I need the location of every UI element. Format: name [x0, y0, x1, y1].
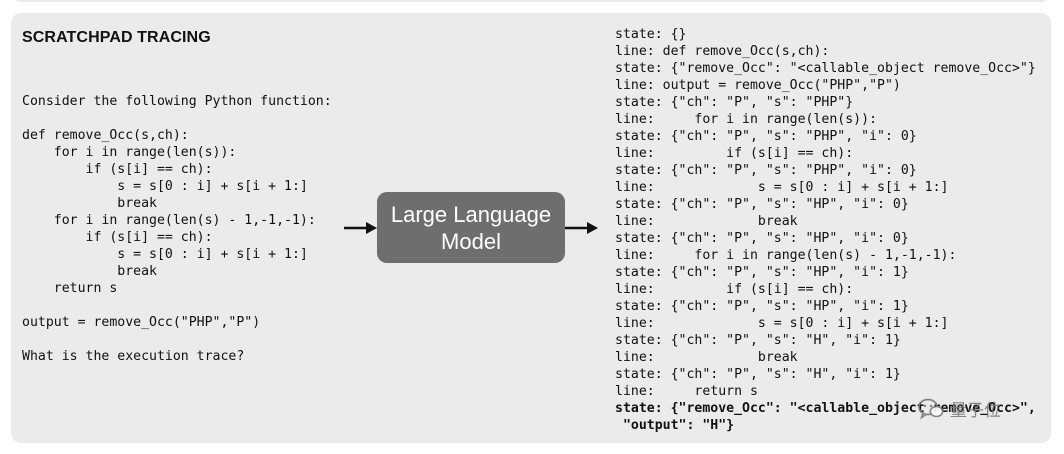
- llm-label: Large Language Model: [390, 201, 552, 254]
- prompt-line: return s: [22, 281, 118, 296]
- execution-trace-block: state: {} line: def remove_Occ(s,ch): st…: [615, 26, 1036, 434]
- output-arrow: [565, 222, 598, 234]
- prompt-line: for i in range(len(s) - 1,-1,-1):: [22, 213, 316, 228]
- trace-line: state: {}: [615, 27, 687, 42]
- final-state-line: "output": "H"}: [615, 418, 735, 433]
- trace-line: line: def remove_Occ(s,ch):: [615, 44, 830, 59]
- trace-line: state: {"ch": "P", "s": "H", "i": 1}: [615, 333, 901, 348]
- panel-title: SCRATCHPAD TRACING: [22, 29, 211, 46]
- llm-box: Large Language Model: [377, 192, 565, 263]
- watermark-label: 量子位: [950, 401, 1001, 421]
- prompt-line: for i in range(len(s)):: [22, 145, 237, 160]
- trace-line: state: {"ch": "P", "s": "PHP"}: [615, 95, 854, 110]
- final-state-line: state: {"remove_Occ": "<callable_object …: [615, 401, 1036, 416]
- prompt-line: Consider the following Python function:: [22, 94, 332, 109]
- trace-line: line: break: [615, 214, 798, 229]
- trace-line: state: {"ch": "P", "s": "H", "i": 1}: [615, 367, 901, 382]
- trace-line: state: {"ch": "P", "s": "PHP", "i": 0}: [615, 163, 917, 178]
- prompt-line: s = s[0 : i] + s[i + 1:]: [22, 247, 308, 262]
- trace-line: state: {"remove_Occ": "<callable_object …: [615, 61, 1036, 76]
- trace-line: state: {"ch": "P", "s": "HP", "i": 0}: [615, 197, 909, 212]
- prompt-line: if (s[i] == ch):: [22, 162, 213, 177]
- trace-line: state: {"ch": "P", "s": "HP", "i": 0}: [615, 231, 909, 246]
- prompt-line: break: [22, 264, 157, 279]
- trace-line: line: output = remove_Occ("PHP","P"): [615, 78, 901, 93]
- trace-line: state: {"ch": "P", "s": "PHP", "i": 0}: [615, 129, 917, 144]
- trace-line: line: s = s[0 : i] + s[i + 1:]: [615, 180, 949, 195]
- prompt-line: break: [22, 196, 157, 211]
- trace-line: line: s = s[0 : i] + s[i + 1:]: [615, 316, 949, 331]
- input-arrow: [344, 222, 377, 234]
- trace-line: state: {"ch": "P", "s": "HP", "i": 1}: [615, 299, 909, 314]
- prompt-line: What is the execution trace?: [22, 349, 245, 364]
- prompt-line: def remove_Occ(s,ch):: [22, 128, 189, 143]
- trace-line: line: if (s[i] == ch):: [615, 146, 854, 161]
- prompt-line: if (s[i] == ch):: [22, 230, 213, 245]
- previous-panel-edge: [11, 0, 1051, 2]
- prompt-code-block: Consider the following Python function: …: [22, 93, 332, 365]
- trace-line: state: {"ch": "P", "s": "HP", "i": 1}: [615, 265, 909, 280]
- prompt-line: output = remove_Occ("PHP","P"): [22, 315, 261, 330]
- wechat-icon: [918, 398, 944, 419]
- trace-line: line: for i in range(len(s) - 1,-1,-1):: [615, 248, 957, 263]
- watermark: 量子位: [918, 396, 1001, 421]
- trace-line: line: if (s[i] == ch):: [615, 282, 854, 297]
- trace-line: line: break: [615, 350, 798, 365]
- trace-line: line: return s: [615, 384, 758, 399]
- prompt-line: s = s[0 : i] + s[i + 1:]: [22, 179, 308, 194]
- trace-line: line: for i in range(len(s)):: [615, 112, 878, 127]
